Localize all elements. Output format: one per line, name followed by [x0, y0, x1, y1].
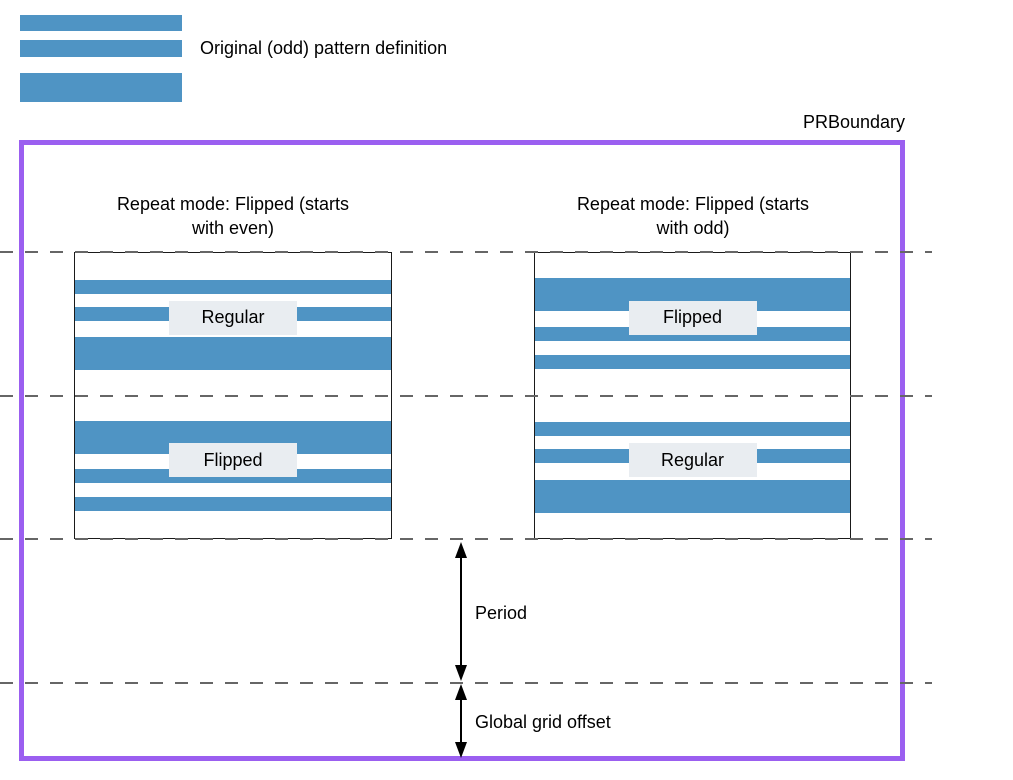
pattern-stripe: [75, 337, 391, 371]
grid-line-1: [0, 251, 932, 253]
legend-stripe: [20, 73, 182, 102]
pattern-stripe: [75, 497, 391, 512]
column-title-line-2: with odd): [656, 218, 730, 238]
legend-stripe: [20, 15, 182, 31]
arrowhead-down-icon: [455, 742, 467, 758]
arrowhead-down-icon: [455, 665, 467, 681]
pattern-stripe: [535, 354, 850, 369]
pattern-label: Flipped: [628, 300, 757, 335]
column-title-line-2: with even): [191, 218, 275, 238]
pattern-period: Regular: [535, 396, 850, 539]
pattern-label: Regular: [628, 443, 757, 478]
pattern-period: Regular: [75, 253, 391, 396]
grid-line-4: [0, 682, 932, 684]
legend-label: Original (odd) pattern definition: [200, 38, 448, 58]
column-title-line-1: Repeat mode: Flipped (starts: [576, 194, 810, 214]
legend-pattern-swatch: [20, 15, 182, 103]
arrow-line: [460, 546, 462, 677]
pattern-stripe: [535, 479, 850, 513]
pattern-period: Flipped: [75, 396, 391, 539]
grid-line-2: [0, 395, 932, 397]
column-title-even: Repeat mode: Flipped (starts with even): [64, 192, 402, 240]
pattern-stripe: [75, 279, 391, 294]
pattern-stripe: [535, 422, 850, 437]
legend-stripe: [20, 40, 182, 57]
column-title-odd: Repeat mode: Flipped (starts with odd): [524, 192, 862, 240]
period-arrow: [453, 542, 469, 681]
pattern-label: Flipped: [169, 443, 297, 478]
pattern-label: Regular: [169, 300, 297, 335]
global-grid-offset-label: Global grid offset: [475, 712, 611, 732]
period-label: Period: [475, 603, 528, 623]
arrow-line: [460, 688, 462, 754]
pattern-period: Flipped: [535, 253, 850, 396]
prboundary-label: PRBoundary: [802, 112, 905, 132]
global-grid-offset-arrow: [453, 684, 469, 758]
grid-line-3: [0, 538, 932, 540]
column-title-line-1: Repeat mode: Flipped (starts: [116, 194, 350, 214]
prboundary-box: [19, 140, 905, 761]
